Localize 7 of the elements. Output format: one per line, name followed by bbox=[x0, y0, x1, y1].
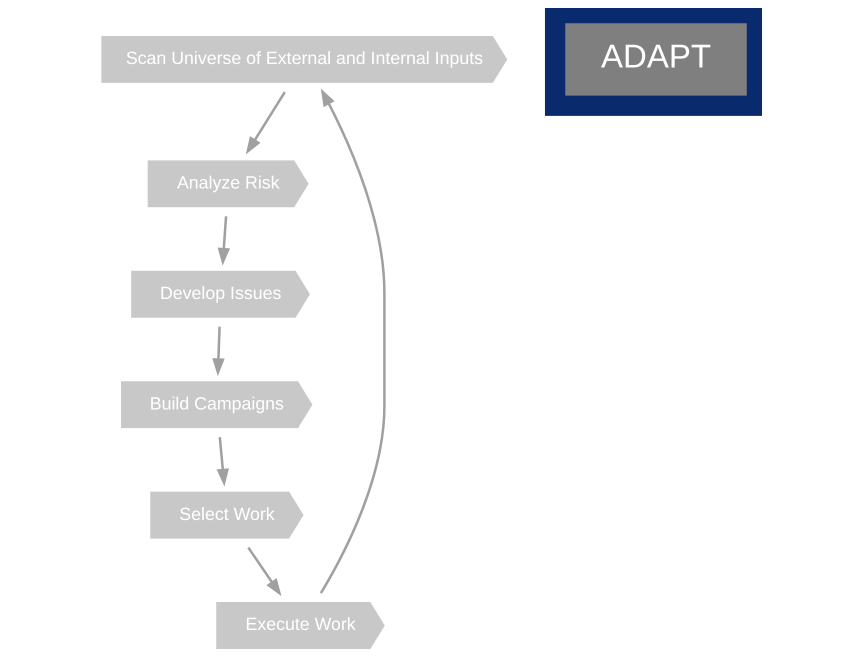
arrow bbox=[218, 216, 230, 266]
arrow bbox=[320, 88, 386, 594]
node-box: ADAPT bbox=[544, 8, 762, 116]
arrow bbox=[247, 546, 282, 596]
arrow bbox=[246, 91, 286, 155]
arrow bbox=[216, 437, 229, 487]
arrow bbox=[212, 326, 225, 376]
